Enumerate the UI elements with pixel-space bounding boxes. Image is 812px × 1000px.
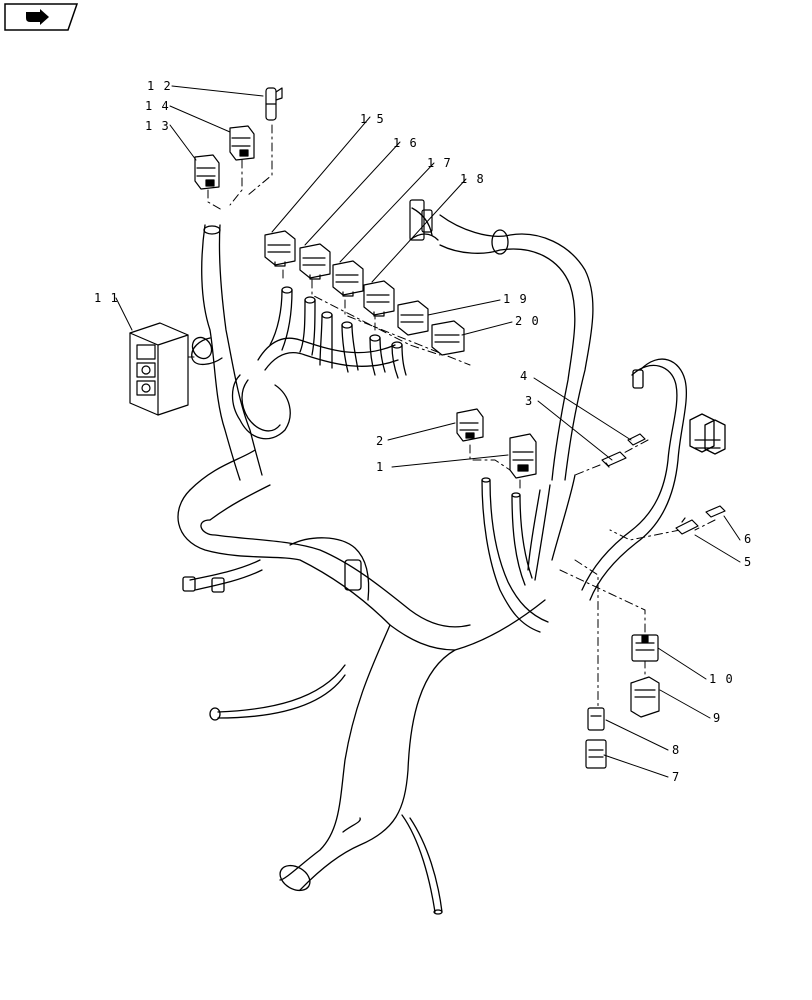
- callout-9: 9: [713, 711, 721, 725]
- connector-parts: [129, 87, 726, 769]
- assembly-dashed-lines: [185, 124, 716, 746]
- callout-7: 7: [672, 770, 680, 784]
- main-harness-trunk: [177, 449, 546, 915]
- callout-leaders: [115, 85, 741, 778]
- part-3-connector: [601, 451, 627, 468]
- callout-2: 2: [376, 434, 384, 448]
- callout-19: 1 9: [503, 292, 528, 306]
- part-13-connector: [194, 154, 220, 190]
- callout-5: 5: [744, 555, 752, 569]
- callout-17: 1 7: [427, 156, 452, 170]
- part-18-connector: [363, 280, 395, 317]
- callout-1: 1: [376, 460, 384, 474]
- part-8-connector: [587, 707, 605, 731]
- part-20-connector: [431, 320, 465, 356]
- part-4-connector: [627, 433, 646, 446]
- part-2-connector: [456, 408, 484, 442]
- callout-18: 1 8: [460, 172, 485, 186]
- callout-labels: 1 2 1 4 1 3 1 1 1 5 1 6 1 7 1 8 1 9 2 0 …: [94, 79, 752, 784]
- part-10-connector: [631, 634, 659, 662]
- part-7-connector: [585, 739, 607, 769]
- callout-8: 8: [672, 743, 680, 757]
- part-11-control-module: [129, 322, 189, 416]
- callout-20: 2 0: [515, 314, 540, 328]
- return-arrow-icon: [4, 3, 79, 31]
- callout-4: 4: [520, 369, 528, 383]
- right-side-harness-loop: [581, 358, 726, 601]
- part-1-connector: [509, 433, 537, 479]
- part-9-connector: [630, 676, 660, 718]
- callout-16: 1 6: [393, 136, 418, 150]
- part-6-connector: [705, 505, 726, 518]
- part-17-connector: [332, 260, 364, 297]
- callout-11: 1 1: [94, 291, 119, 305]
- lower-left-connector-branch: [182, 537, 370, 601]
- part-16-connector: [299, 243, 331, 280]
- callout-10: 1 0: [709, 672, 734, 686]
- callout-3: 3: [525, 394, 533, 408]
- callout-14: 1 4: [145, 99, 170, 113]
- part-12-terminal: [265, 87, 283, 121]
- callout-15: 1 5: [360, 112, 385, 126]
- top-branch-bundle: [257, 286, 407, 379]
- left-harness-branch: [191, 224, 291, 481]
- callout-6: 6: [744, 532, 752, 546]
- middle-harness-branches: [481, 474, 576, 633]
- callout-12: 1 2: [147, 79, 172, 93]
- callout-13: 1 3: [145, 119, 170, 133]
- part-19-connector: [397, 300, 429, 336]
- part-15-connector: [264, 230, 296, 267]
- back-navigation-button[interactable]: [4, 3, 79, 31]
- part-5-connector: [675, 517, 699, 535]
- part-14-connector: [229, 125, 255, 161]
